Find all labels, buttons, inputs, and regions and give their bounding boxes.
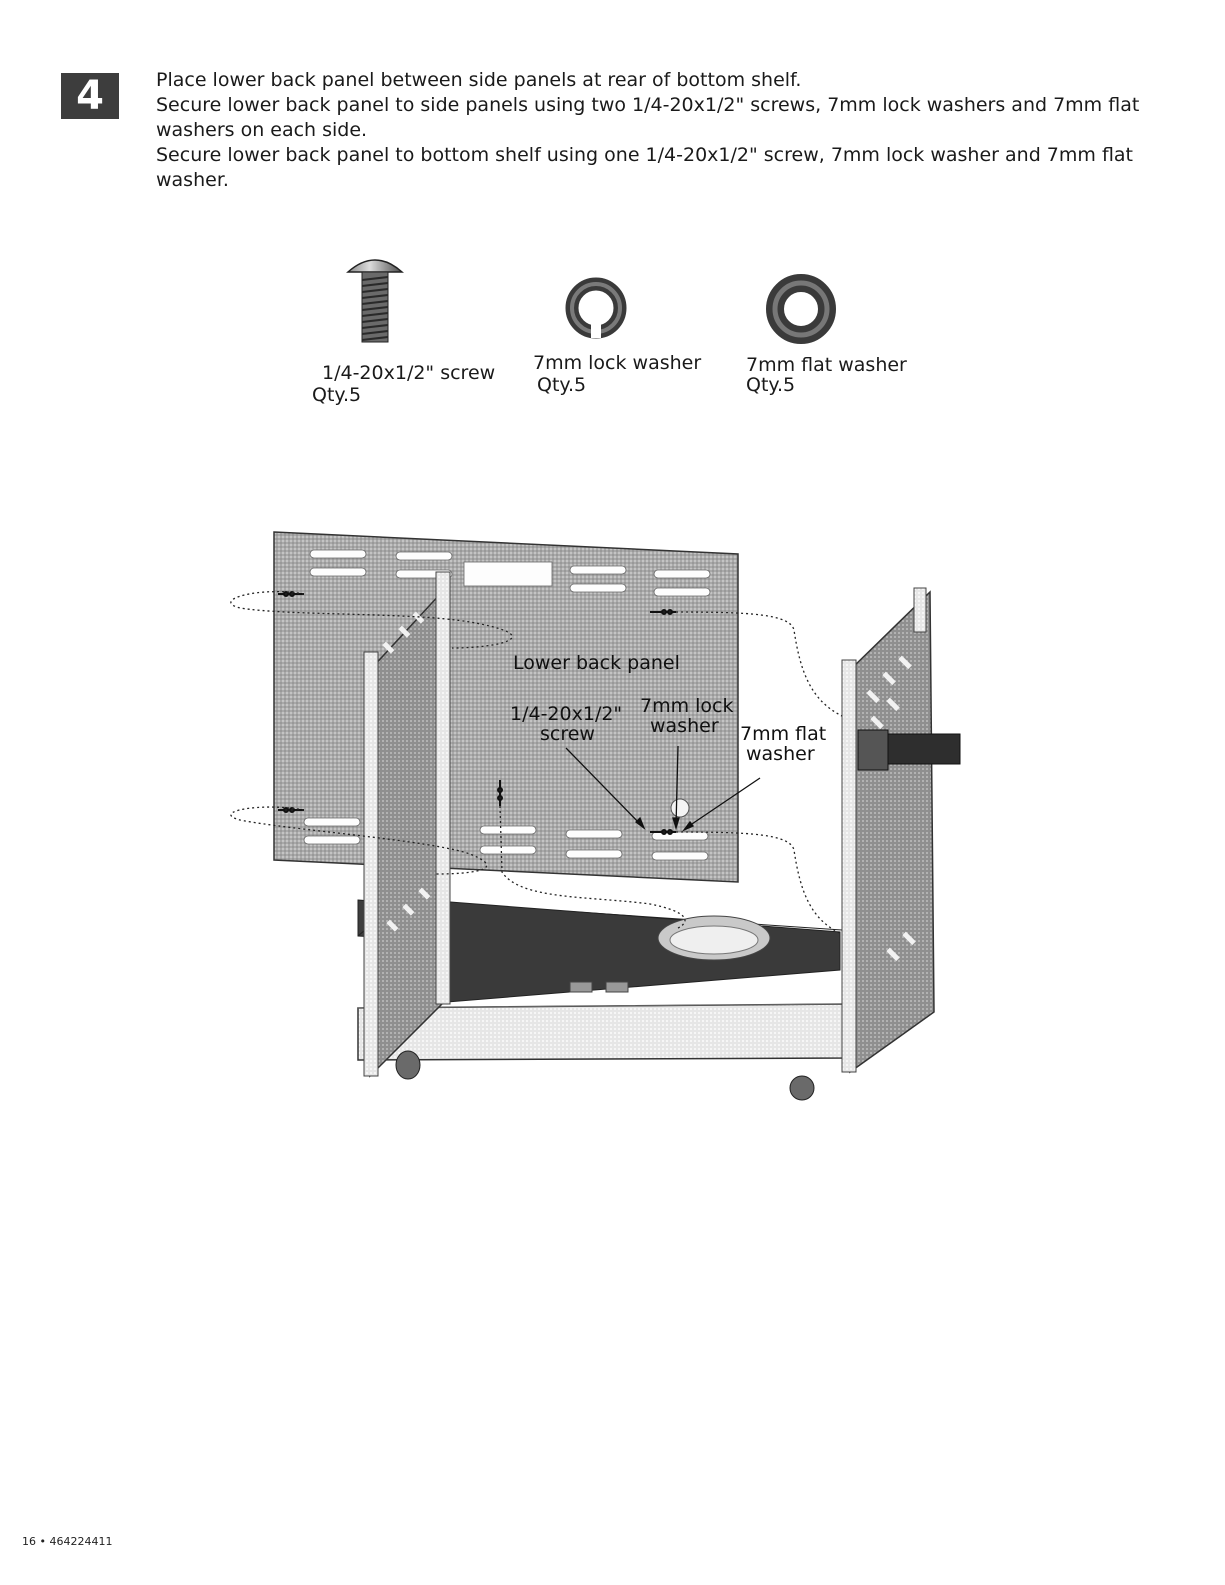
assembly-illustration — [230, 531, 961, 1101]
lock-washer-callout-line2: washer — [650, 715, 719, 737]
instruction-line: Place lower back panel between side pane… — [156, 69, 802, 91]
instruction-line: Secure lower back panel to side panels u… — [156, 94, 1140, 116]
page-footer: 16 • 464224411 — [22, 1535, 113, 1548]
lock-washer-icon — [564, 276, 628, 340]
step-instructions: Place lower back panel between side pane… — [156, 68, 1156, 193]
screw-part-name: 1/4-20x1/2" screw — [322, 362, 496, 384]
flat-washer-part-qty: Qty.5 — [746, 374, 796, 396]
lock-washer-part-name: 7mm lock washer — [533, 352, 702, 374]
flat-washer-icon — [764, 272, 838, 346]
step-number: 4 — [76, 73, 104, 119]
flat-washer-part-name: 7mm flat washer — [746, 354, 907, 376]
instruction-line: washers on each side. — [156, 119, 368, 141]
screw-part-qty: Qty.5 — [312, 384, 362, 406]
screw-icon — [340, 250, 410, 350]
flat-washer-callout-line2: washer — [746, 743, 815, 765]
instruction-line: Secure lower back panel to bottom shelf … — [156, 144, 1134, 166]
screw-callout-line1: 1/4-20x1/2" — [510, 703, 623, 725]
flat-washer-callout-line1: 7mm flat — [740, 723, 827, 745]
lower-back-panel-label: Lower back panel — [513, 652, 680, 674]
instruction-line: washer. — [156, 169, 229, 191]
assembly-diagram: Lower back panel 1/4-20x1/2" screw 7mm l… — [230, 520, 970, 1110]
screw-callout-line2: screw — [540, 723, 595, 745]
step-number-badge: 4 — [61, 73, 119, 119]
lock-washer-callout-line1: 7mm lock — [640, 695, 734, 717]
lock-washer-part-qty: Qty.5 — [537, 374, 587, 396]
